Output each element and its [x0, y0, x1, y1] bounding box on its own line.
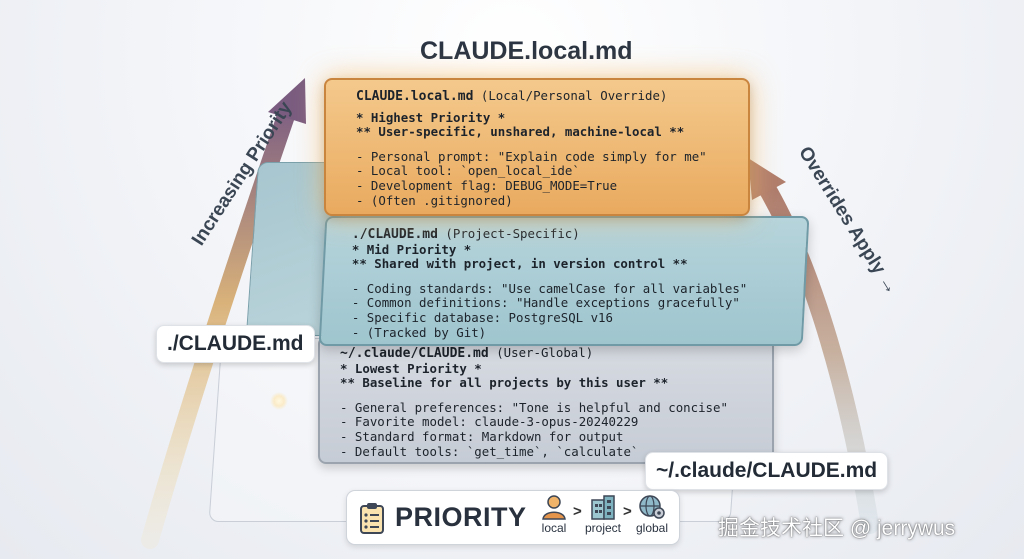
- layer-item: - (Tracked by Git): [351, 324, 487, 340]
- top-title: CLAUDE.local.md: [420, 37, 633, 65]
- layer-tag: (Project-Specific): [445, 226, 580, 241]
- project-file-pill: ./CLAUDE.md: [156, 325, 315, 363]
- person-icon: [542, 495, 566, 520]
- layer-item: - Coding standards: "Use camelCase for a…: [351, 280, 748, 296]
- layer-description: ** User-specific, unshared, machine-loca…: [356, 124, 685, 140]
- layer-item: - Standard format: Markdown for output: [340, 428, 624, 444]
- legend-separator: >: [623, 503, 632, 520]
- global-file-pill: ~/.claude/CLAUDE.md: [645, 452, 889, 490]
- layer-name: ./CLAUDE.md: [351, 227, 438, 242]
- legend-item-global: global: [627, 494, 677, 535]
- priority-legend: PRIORITY local > project > global: [346, 490, 680, 545]
- legend-item-project: project: [578, 494, 628, 535]
- layer-tag: (Local/Personal Override): [480, 88, 668, 103]
- legend-label: global: [635, 521, 669, 535]
- layer-priority: * Highest Priority *: [356, 109, 506, 125]
- layer-description: ** Baseline for all projects by this use…: [340, 375, 669, 391]
- layer-priority: * Lowest Priority *: [340, 360, 482, 376]
- legend-label: project: [584, 521, 622, 535]
- layer-priority: * Mid Priority *: [351, 241, 472, 257]
- layer-item: - (Often .gitignored): [356, 192, 513, 208]
- layer-item: - Default tools: `get_time`, `calculate`: [340, 443, 639, 459]
- legend-item-local: local: [529, 494, 579, 535]
- layer-item: - Favorite model: claude-3-opus-20240229: [340, 414, 639, 430]
- legend-separator: >: [573, 503, 582, 520]
- legend-title: PRIORITY: [395, 502, 527, 532]
- globe-gear-icon: [639, 495, 665, 519]
- sparkle: [270, 392, 288, 410]
- layer-item: - Common definitions: "Handle exceptions…: [351, 295, 740, 311]
- overrides-apply-arrowhead: [748, 158, 786, 200]
- legend-label: local: [541, 521, 567, 535]
- project-layer-card: ./CLAUDE.md (Project-Specific) * Mid Pri…: [318, 216, 810, 346]
- layer-item: - General preferences: "Tone is helpful …: [340, 399, 728, 415]
- layer-item: - Specific database: PostgreSQL v16: [351, 309, 613, 325]
- local-layer-card: CLAUDE.local.md (Local/Personal Override…: [324, 78, 750, 216]
- layer-item: - Personal prompt: "Explain code simply …: [356, 148, 707, 164]
- watermark: 掘金技术社区 @ jerrywus: [718, 517, 956, 540]
- clipboard-list-icon: [359, 502, 385, 539]
- layer-description: ** Shared with project, in version contr…: [351, 256, 688, 272]
- global-layer-card: ~/.claude/CLAUDE.md (User-Global) * Lowe…: [318, 336, 774, 464]
- layer-tag: (User-Global): [496, 345, 594, 360]
- layer-item: - Local tool: `open_local_ide`: [356, 163, 580, 179]
- layer-item: - Development flag: DEBUG_MODE=True: [356, 177, 618, 193]
- layer-name: CLAUDE.local.md: [356, 89, 474, 104]
- increasing-priority-arrowhead: [268, 78, 306, 124]
- building-icon: [591, 495, 615, 520]
- layer-name: ~/.claude/CLAUDE.md: [340, 346, 489, 361]
